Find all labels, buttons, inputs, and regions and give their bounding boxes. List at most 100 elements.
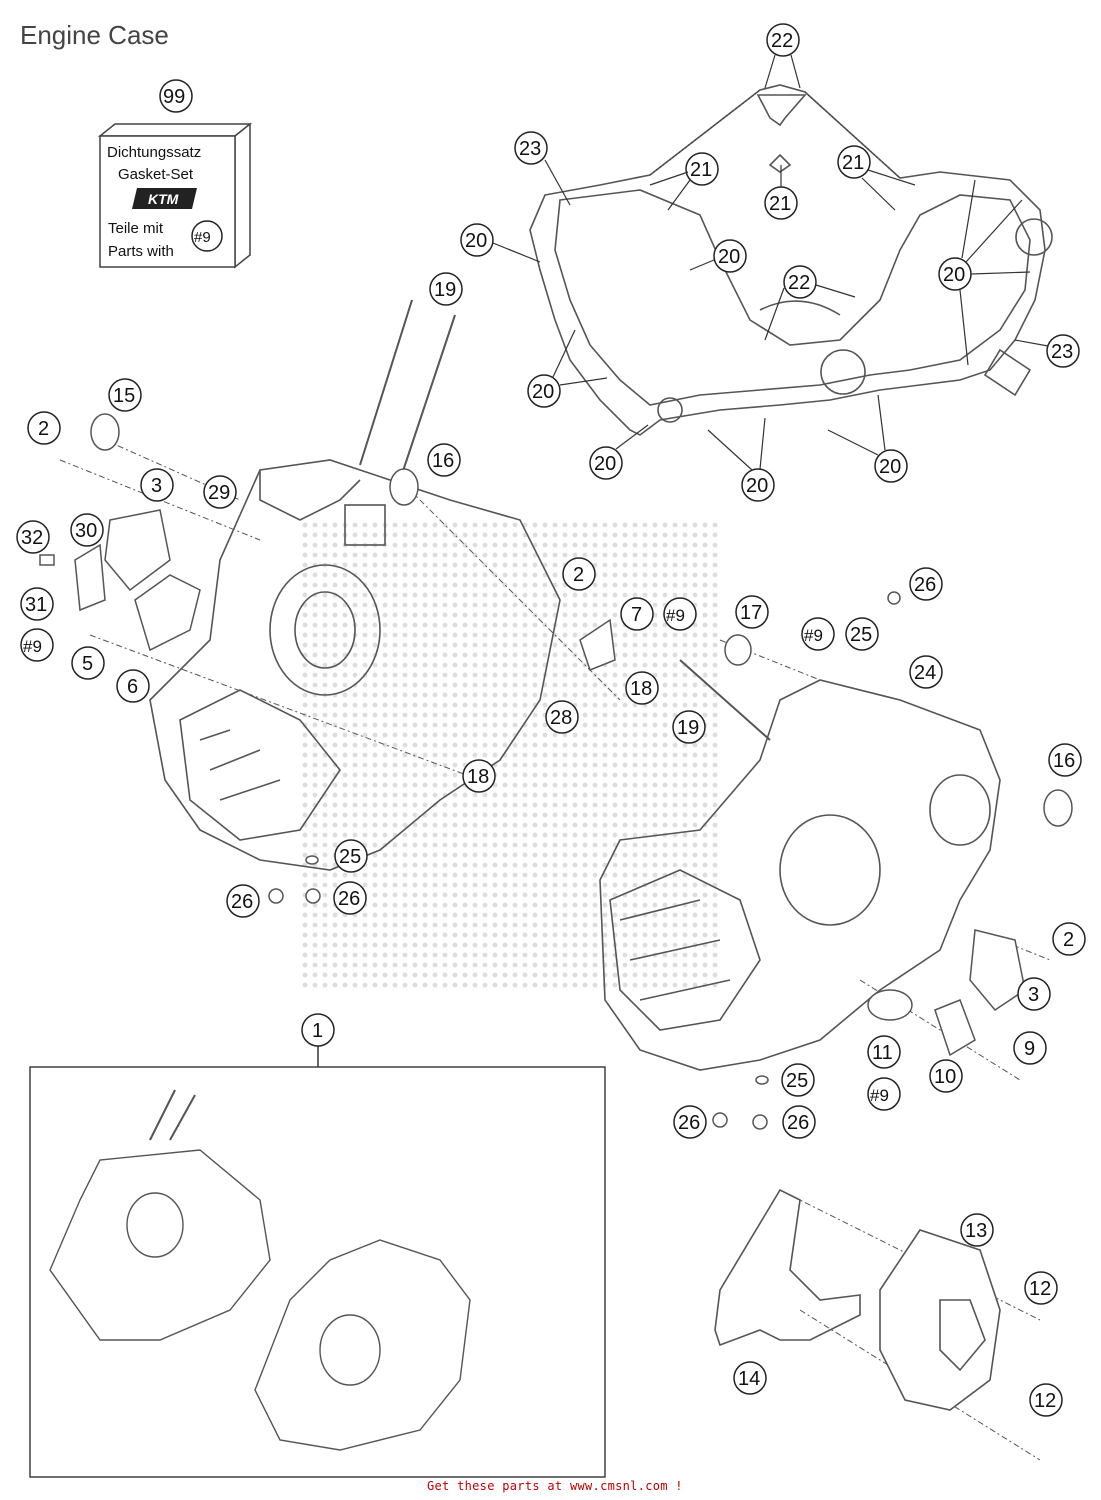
- callout-22[interactable]: 22: [783, 265, 817, 299]
- cover-13[interactable]: [879, 1229, 1001, 1411]
- bracket-14[interactable]: [714, 1188, 861, 1347]
- gasket-kit-line4: Parts with: [108, 243, 174, 260]
- svg-text:25: 25: [339, 846, 361, 868]
- svg-text:29: 29: [208, 482, 230, 504]
- svg-text:1: 1: [312, 1020, 323, 1042]
- svg-text:12: 12: [1029, 1278, 1051, 1300]
- gasket-kit-line1: Dichtungssatz: [107, 144, 201, 161]
- callout-21[interactable]: 21: [764, 186, 798, 220]
- callout-99[interactable]: 99: [159, 79, 193, 113]
- callout-16[interactable]: 16: [1048, 743, 1082, 777]
- callout-26[interactable]: 26: [909, 567, 943, 601]
- callout-hash9[interactable]: #9: [20, 628, 54, 662]
- callout-26[interactable]: 26: [673, 1105, 707, 1139]
- svg-text:13: 13: [965, 1220, 987, 1242]
- callout-30[interactable]: 30: [70, 513, 104, 547]
- svg-text:26: 26: [678, 1112, 700, 1134]
- svg-text:26: 26: [787, 1112, 809, 1134]
- svg-text:20: 20: [532, 381, 554, 403]
- footer-link[interactable]: Get these parts at www.cmsnl.com !: [427, 1479, 683, 1493]
- callout-2[interactable]: 2: [562, 557, 596, 591]
- callout-3[interactable]: 3: [140, 468, 174, 502]
- svg-text:20: 20: [746, 475, 768, 497]
- callout-18[interactable]: 18: [462, 759, 496, 793]
- callout-24[interactable]: 24: [909, 655, 943, 689]
- callout-1[interactable]: 1: [301, 1013, 335, 1047]
- callout-20[interactable]: 20: [527, 374, 561, 408]
- callout-21[interactable]: 21: [837, 145, 871, 179]
- callout-leaders: [492, 54, 1049, 471]
- callout-hash9[interactable]: #9: [867, 1077, 901, 1111]
- callout-14[interactable]: 14: [733, 1361, 767, 1395]
- callout-18[interactable]: 18: [625, 671, 659, 705]
- callout-23[interactable]: 23: [1046, 334, 1080, 368]
- callout-20[interactable]: 20: [589, 446, 623, 480]
- callout-22[interactable]: 22: [766, 23, 800, 57]
- callout-25[interactable]: 25: [845, 617, 879, 651]
- svg-text:7: 7: [631, 604, 642, 626]
- callout-25[interactable]: 25: [334, 839, 368, 873]
- svg-text:31: 31: [25, 594, 47, 616]
- callout-12[interactable]: 12: [1024, 1271, 1058, 1305]
- svg-text:3: 3: [151, 475, 162, 497]
- svg-text:5: 5: [82, 653, 93, 675]
- svg-text:25: 25: [786, 1070, 808, 1092]
- callout-26[interactable]: 26: [333, 881, 367, 915]
- callout-15[interactable]: 15: [108, 378, 142, 412]
- callout-5[interactable]: 5: [71, 646, 105, 680]
- small-parts: [39, 413, 1073, 1130]
- callout-25[interactable]: 25: [781, 1063, 815, 1097]
- callout-6[interactable]: 6: [116, 669, 150, 703]
- svg-text:26: 26: [231, 891, 253, 913]
- callout-26[interactable]: 26: [782, 1105, 816, 1139]
- svg-text:20: 20: [718, 246, 740, 268]
- callout-28[interactable]: 28: [545, 700, 579, 734]
- svg-text:#9: #9: [666, 606, 685, 625]
- callout-17[interactable]: 17: [735, 595, 769, 629]
- callout-26[interactable]: 26: [226, 884, 260, 918]
- complete-case-inset[interactable]: [29, 1045, 606, 1478]
- ktm-logo: KTM: [132, 188, 197, 209]
- callout-32[interactable]: 32: [16, 520, 50, 554]
- callout-hash9[interactable]: #9: [663, 597, 697, 631]
- callout-13[interactable]: 13: [960, 1213, 994, 1247]
- callout-23[interactable]: 23: [514, 131, 548, 165]
- svg-text:16: 16: [432, 450, 454, 472]
- callout-20[interactable]: 20: [460, 223, 494, 257]
- callout-2[interactable]: 2: [27, 411, 61, 445]
- svg-text:24: 24: [914, 662, 936, 684]
- svg-text:22: 22: [788, 272, 810, 294]
- callout-21[interactable]: 21: [685, 152, 719, 186]
- svg-text:9: 9: [1024, 1038, 1035, 1060]
- callout-29[interactable]: 29: [203, 475, 237, 509]
- gasket-kit-box[interactable]: Dichtungssatz Gasket-Set KTM Teile mit P…: [97, 122, 253, 269]
- callout-16[interactable]: 16: [427, 443, 461, 477]
- callout-20[interactable]: 20: [741, 468, 775, 502]
- callout-19[interactable]: 19: [429, 272, 463, 306]
- callout-20[interactable]: 20: [713, 239, 747, 273]
- svg-text:15: 15: [113, 385, 135, 407]
- callout-20[interactable]: 20: [874, 449, 908, 483]
- callout-9[interactable]: 9: [1013, 1031, 1047, 1065]
- callout-11[interactable]: 11: [867, 1035, 901, 1069]
- svg-text:#9: #9: [804, 626, 823, 645]
- callout-19[interactable]: 19: [672, 710, 706, 744]
- svg-text:26: 26: [338, 888, 360, 910]
- svg-text:30: 30: [75, 520, 97, 542]
- callout-3[interactable]: 3: [1017, 977, 1051, 1011]
- callout-31[interactable]: 31: [20, 587, 54, 621]
- svg-text:3: 3: [1028, 984, 1039, 1006]
- callout-20[interactable]: 20: [938, 257, 972, 291]
- callout-2[interactable]: 2: [1052, 922, 1086, 956]
- callout-10[interactable]: 10: [929, 1059, 963, 1093]
- svg-text:18: 18: [630, 678, 652, 700]
- callout-12[interactable]: 12: [1029, 1383, 1063, 1417]
- svg-text:19: 19: [677, 717, 699, 739]
- callout-hash9[interactable]: #9: [801, 617, 835, 651]
- right-crankcase-half[interactable]: [599, 679, 1001, 1071]
- svg-text:32: 32: [21, 527, 43, 549]
- svg-text:11: 11: [872, 1042, 893, 1064]
- callout-7[interactable]: 7: [620, 597, 654, 631]
- svg-text:20: 20: [943, 264, 965, 286]
